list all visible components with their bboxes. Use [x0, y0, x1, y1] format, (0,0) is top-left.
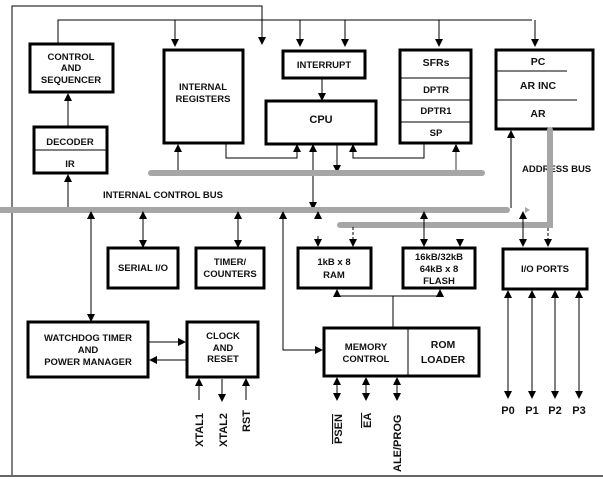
control-sequencer-label-1: CONTROL: [48, 52, 95, 63]
io-ports-block: I/O PORTS: [501, 247, 589, 291]
rom-loader-label-2: LOADER: [421, 354, 466, 366]
clock-reset-block: CLOCK AND RESET: [185, 320, 260, 379]
pin-p3: P3: [572, 405, 585, 417]
decoder-block: DECODER IR: [32, 125, 109, 175]
pin-ale-prog: ALE/PROG: [392, 415, 404, 472]
sfr-block: SFRs DPTR DPTR1 SP: [398, 48, 473, 145]
ar-label: AR: [530, 108, 546, 120]
dptr-label: DPTR: [423, 85, 449, 96]
internal-registers-label-2: REGISTERS: [176, 94, 231, 105]
watchdog-block: WATCHDOG TIMER AND POWER MANAGER: [26, 320, 150, 379]
cpu-block: CPU: [264, 99, 378, 146]
pin-p1: P1: [525, 405, 538, 417]
control-sequencer-label-2: AND: [61, 63, 82, 74]
serial-io-block: SERIAL I/O: [106, 246, 180, 290]
interrupt-block: INTERRUPT: [281, 49, 367, 80]
clock-label-3: RESET: [207, 354, 239, 365]
flash-label-3: FLASH: [423, 276, 455, 287]
pin-p0: P0: [501, 405, 514, 417]
memory-control-block: MEMORY CONTROL ROM LOADER: [322, 326, 481, 378]
internal-registers-label-1: INTERNAL: [179, 82, 227, 93]
ram-label-2: RAM: [323, 270, 345, 281]
pin-xtal1: XTAL1: [194, 413, 206, 447]
internal-control-bus-label: INTERNAL CONTROL BUS: [103, 190, 223, 201]
ram-block: 1kB x 8 RAM: [296, 246, 373, 290]
pin-xtal2: XTAL2: [218, 413, 230, 447]
memory-control-label-2: CONTROL: [343, 354, 390, 365]
sfr-to-cpu-arrow: [349, 143, 425, 159]
timer-label-2: COUNTERS: [203, 269, 256, 280]
io-ports-label: I/O PORTS: [521, 264, 569, 275]
clock-label-2: AND: [213, 343, 234, 354]
flash-block: 16kB/32kB 64kB x 8 FLASH: [401, 246, 477, 290]
decoder-label: DECODER: [46, 137, 94, 148]
control-sequencer-block: CONTROL AND SEQUENCER: [28, 42, 115, 94]
registers-to-cpu-arrow: [225, 143, 301, 159]
control-sequencer-label-3: SEQUENCER: [41, 75, 101, 86]
flash-label-2: 64kB x 8: [420, 264, 459, 275]
timer-label-1: TIMER/: [214, 257, 247, 268]
pin-p2: P2: [548, 405, 561, 417]
ir-label: IR: [65, 159, 75, 170]
timer-counters-block: TIMER/ COUNTERS: [194, 246, 266, 290]
sfrs-label: SFRs: [423, 57, 450, 69]
watchdog-label-3: POWER MANAGER: [44, 357, 132, 368]
cpu-label: CPU: [309, 114, 332, 126]
rom-loader-label-1: ROM: [431, 339, 456, 351]
ram-label-1: 1kB x 8: [317, 257, 350, 268]
pin-ea: EA: [362, 413, 374, 428]
watchdog-label-2: AND: [78, 345, 99, 356]
memory-control-label-1: MEMORY: [345, 342, 388, 353]
interrupt-label: INTERRUPT: [297, 60, 352, 71]
flash-label-1: 16kB/32kB: [415, 252, 463, 263]
bus-to-memory-control-arrow: [279, 211, 323, 354]
pc-label: PC: [531, 56, 546, 68]
serial-io-label: SERIAL I/O: [118, 263, 168, 274]
pc-block: PC AR INC AR: [494, 48, 595, 131]
sp-label: SP: [430, 128, 443, 139]
internal-registers-block: INTERNAL REGISTERS: [162, 48, 245, 145]
address-bus-label: ADDRESS BUS: [522, 164, 591, 175]
pin-rst: RST: [241, 410, 253, 432]
pin-psen: PSEN: [333, 414, 345, 444]
clock-label-1: CLOCK: [206, 331, 240, 342]
outer-control-line: [12, 5, 266, 45]
sequencer-control-line: [57, 19, 532, 44]
address-bus: [337, 127, 553, 228]
ar-inc-label: AR INC: [520, 80, 557, 92]
dptr1-label: DPTR1: [420, 106, 452, 117]
watchdog-label-1: WATCHDOG TIMER: [44, 333, 132, 344]
